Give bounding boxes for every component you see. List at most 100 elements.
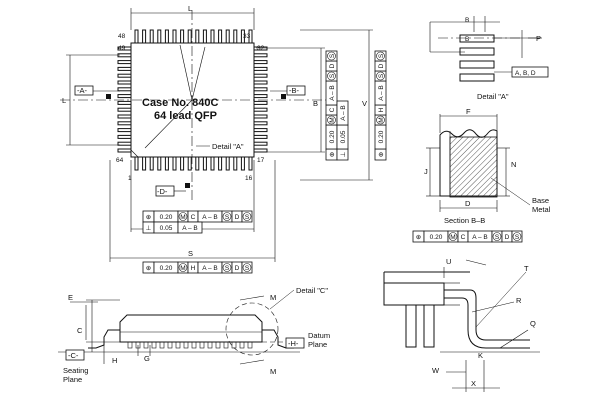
lead (117, 46, 132, 51)
lead-foot (199, 341, 205, 349)
dim-R: R (516, 296, 522, 305)
lead (218, 156, 223, 171)
tolerance-cell: D (378, 63, 385, 68)
seating-plane-label-1: Seating (63, 366, 88, 375)
tolerance-cell: ⊥ (340, 151, 347, 157)
lead (253, 87, 268, 92)
lead (117, 107, 132, 112)
lead (117, 60, 132, 65)
lead-foot (191, 341, 197, 349)
lead (218, 29, 223, 44)
dim-N: N (511, 160, 516, 169)
tolerance-cell: D (329, 63, 336, 68)
lead (253, 46, 268, 51)
lead (233, 156, 238, 171)
lead (117, 87, 132, 92)
lead (172, 29, 177, 44)
lead-foot (143, 341, 149, 349)
datum-c-label: -C- (68, 351, 79, 360)
lead (253, 134, 268, 139)
case-number: Case No. 840C (142, 97, 218, 109)
tolerance-cell: 0.05 (340, 130, 347, 143)
base-metal-label-2: Metal (532, 205, 551, 214)
seating-plane-label-2: Plane (63, 375, 82, 384)
dim-M-bottom: M (270, 367, 276, 376)
tolerance-cell: ⊕ (146, 265, 152, 272)
lead (253, 80, 268, 85)
tolerance-cell: S (245, 214, 250, 221)
datum-plane-label-2: Plane (308, 340, 327, 349)
leads-left-column (117, 46, 132, 153)
tolerance-cell: D (505, 234, 510, 241)
lead (117, 66, 132, 71)
dim-Q: Q (530, 319, 536, 328)
datum-d-label: -D- (157, 187, 168, 196)
tolerance-cell: A – B (202, 214, 218, 221)
tolerance-cell: A – B (340, 105, 347, 121)
lead (225, 156, 230, 171)
tolerance-cell: M (180, 214, 185, 221)
datum-a-label: -A- (77, 86, 88, 95)
datum-plane-label-1: Datum (308, 331, 330, 340)
base-metal-label-1: Base (532, 196, 549, 205)
pin-label-33: 33 (243, 33, 251, 40)
lead (180, 156, 185, 171)
lead (180, 29, 185, 44)
lead (253, 121, 268, 126)
tolerance-cell: 0.20 (160, 214, 173, 221)
dim-P: P (536, 34, 541, 43)
tolerance-cell: M (450, 234, 455, 241)
lead (157, 156, 162, 171)
lead (117, 148, 132, 153)
dim-V: V (362, 99, 367, 108)
lead-count: 64 lead QFP (154, 110, 217, 122)
detail-a-callout: Detail "A" (212, 142, 244, 151)
dim-X: X (471, 379, 476, 388)
lead (172, 156, 177, 171)
dim-S: S (188, 249, 193, 258)
lead (233, 29, 238, 44)
lead (134, 29, 139, 44)
tolerance-cell: C (191, 214, 196, 221)
top-view: 48 33 49 32 64 17 1 16 Case No. 840C 64 … (60, 4, 373, 262)
side-view: -C- Seating Plane E C H G -H- Datum Plan… (58, 286, 330, 384)
tolerance-cell: C (329, 107, 336, 112)
lead (187, 29, 192, 44)
lead-foot (207, 341, 213, 349)
tolerance-cell: 0.20 (329, 130, 336, 143)
tolerance-cell: C (461, 234, 466, 241)
lead (117, 134, 132, 139)
dim-C: C (77, 326, 83, 335)
detail-c-callout: Detail "C" (296, 286, 328, 295)
section-b-mark-bottom: B (465, 36, 469, 43)
tolerance-cell: 0.20 (430, 234, 443, 241)
tolerance-cell: M (329, 117, 336, 122)
lead (248, 156, 253, 171)
lead (240, 29, 245, 44)
tolerance-cell: 0.20 (378, 130, 385, 143)
tolerance-cell: 0.05 (160, 225, 173, 232)
lead (117, 73, 132, 78)
lead (195, 156, 200, 171)
detail-a-datum-ref: A, B, D (515, 70, 536, 77)
tolerance-cell: S (245, 265, 250, 272)
tolerance-cell: A – B (202, 265, 218, 272)
lead (210, 29, 215, 44)
section-bb-title: Section B–B (444, 216, 485, 225)
lead (253, 107, 268, 112)
lead (117, 141, 132, 146)
tolerance-cell: M (378, 117, 385, 122)
pin-label-49: 49 (118, 45, 126, 52)
dim-D: D (465, 199, 471, 208)
dim-F: F (466, 107, 471, 116)
tolerance-cell: M (180, 265, 185, 272)
dim-L-top: L (188, 4, 192, 13)
section-b-mark-top: B (465, 17, 469, 24)
lead (157, 29, 162, 44)
lead-foot (151, 341, 157, 349)
dim-T: T (524, 264, 529, 273)
